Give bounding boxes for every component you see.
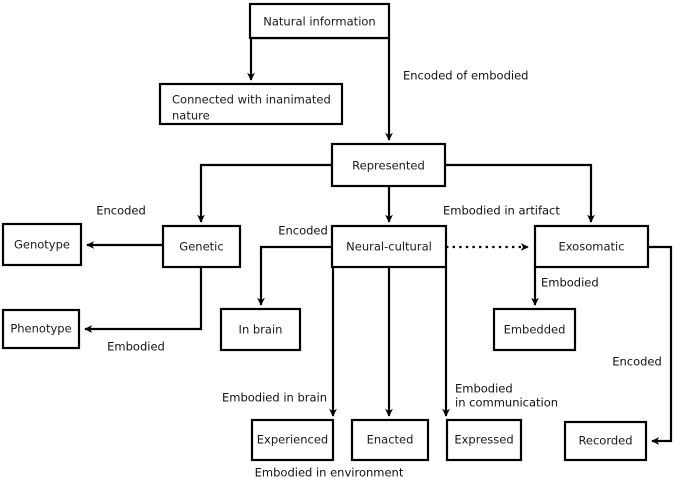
node-genetic-label: Genetic — [179, 240, 223, 254]
edge-label-embodied-in-communication-line2: in communication — [455, 396, 558, 410]
node-genetic[interactable]: Genetic — [161, 224, 242, 269]
edge-label-embodied-in-environment: Embodied in environment — [255, 466, 404, 480]
node-neural-cultural-label: Neural-cultural — [346, 240, 432, 254]
node-connected-inanimated-label2: nature — [172, 109, 210, 123]
node-layer: Natural information Connected with inani… — [1, 2, 650, 462]
node-in-brain[interactable]: In brain — [219, 307, 302, 352]
node-in-brain-label: In brain — [239, 323, 283, 337]
node-genotype-label: Genotype — [14, 238, 70, 252]
node-natural-information[interactable]: Natural information — [248, 2, 391, 40]
edge-label-encoded-exosomatic-recorded: Encoded — [612, 355, 662, 369]
node-natural-information-label: Natural information — [263, 15, 375, 29]
node-exosomatic-label: Exosomatic — [558, 240, 624, 254]
node-enacted-label: Enacted — [367, 433, 414, 447]
node-embedded-label: Embedded — [504, 323, 566, 337]
node-embedded[interactable]: Embedded — [492, 307, 577, 352]
node-genotype[interactable]: Genotype — [1, 222, 83, 267]
node-recorded-label: Recorded — [578, 434, 632, 448]
edge-label-embodied-genetic-phenotype: Embodied — [107, 340, 165, 354]
edge-represented-to-exosomatic — [445, 163, 595, 223]
node-neural-cultural[interactable]: Neural-cultural — [330, 224, 448, 269]
node-phenotype-label: Phenotype — [10, 322, 71, 336]
node-expressed[interactable]: Expressed — [445, 418, 523, 462]
edge-represented-to-genetic — [197, 163, 332, 223]
node-connected-inanimated[interactable]: Connected with inanimated nature — [158, 82, 344, 126]
edge-genetic-to-phenotype — [84, 267, 203, 333]
edge-neural-cultural-to-in-brain — [257, 245, 332, 306]
edge-label-encoded-genetic-genotype: Encoded — [96, 204, 146, 218]
node-represented[interactable]: Represented — [330, 142, 447, 188]
node-phenotype[interactable]: Phenotype — [1, 308, 81, 350]
node-experienced-label: Experienced — [257, 433, 328, 447]
edge-exosomatic-to-recorded — [648, 245, 673, 445]
node-expressed-label: Expressed — [454, 433, 513, 447]
node-experienced[interactable]: Experienced — [250, 418, 335, 462]
edge-label-embodied-in-brain: Embodied in brain — [222, 391, 327, 405]
node-connected-inanimated-label: Connected with inanimated — [172, 93, 331, 107]
node-enacted[interactable]: Enacted — [350, 418, 430, 462]
edge-label-encoded-of-embodied: Encoded of embodied — [403, 69, 528, 83]
node-exosomatic[interactable]: Exosomatic — [533, 224, 650, 269]
edge-label-encoded-neural-inbrain: Encoded — [278, 224, 328, 238]
edge-label-embodied-in-artifact: Embodied in artifact — [443, 204, 560, 218]
edge-label-embodied-exosomatic-embedded: Embodied — [541, 276, 599, 290]
edge-label-layer: Encoded of embodied Encoded Embodied Enc… — [96, 69, 662, 480]
edge-label-embodied-in-communication-line1: Embodied — [455, 382, 513, 396]
node-recorded[interactable]: Recorded — [563, 420, 648, 462]
node-represented-label: Represented — [352, 159, 425, 173]
edge-layer: Exosomatic (dotted) --> — [84, 36, 673, 445]
